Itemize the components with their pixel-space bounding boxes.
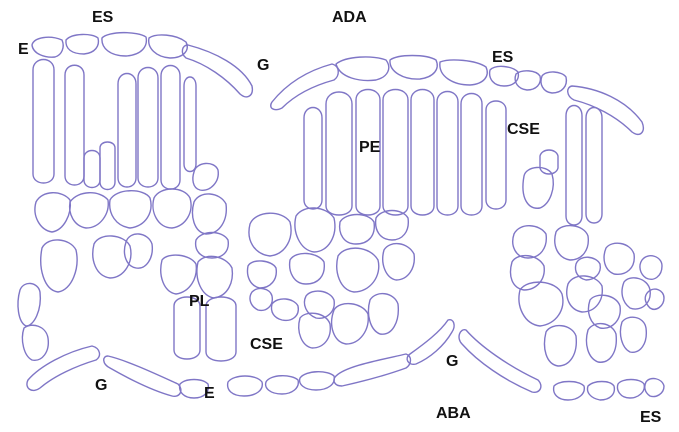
mesophyll-cell [586, 324, 616, 363]
mesophyll-cell [193, 163, 218, 190]
mesophyll-cell [588, 295, 620, 328]
palisade-cell [461, 94, 482, 216]
palisade-cell [304, 108, 322, 210]
epidermal-cell [618, 380, 645, 399]
label-aba: ABA [436, 406, 471, 422]
mesophyll-cell [337, 248, 379, 292]
palisade-cell [566, 106, 582, 226]
epidermal-cell [102, 33, 146, 56]
label-g-bottom-left: G [95, 378, 107, 394]
palisade-cell [84, 151, 100, 188]
epidermal-cell [336, 57, 389, 81]
epidermal-cell [334, 354, 411, 386]
lower-epidermis [27, 320, 664, 400]
mesophyll-cell [110, 191, 151, 228]
epidermal-cell [541, 72, 566, 93]
label-cse-bottom: CSE [250, 337, 283, 353]
palisade-cell [138, 68, 158, 188]
mesophyll-cell [340, 215, 375, 245]
epidermal-cell [27, 346, 100, 390]
palisade-cell [184, 77, 196, 172]
mesophyll-cell [271, 299, 298, 320]
epidermal-cell [490, 66, 519, 86]
epidermal-cell [568, 86, 644, 134]
palisade-cell [118, 74, 136, 188]
epidermal-cell [390, 56, 437, 80]
mesophyll-cell [299, 313, 331, 348]
epidermal-cell [271, 64, 339, 110]
epidermal-cell [588, 382, 615, 401]
epidermal-cell [645, 379, 664, 397]
label-es-bottom-right: ES [640, 410, 661, 426]
epidermal-cell [182, 45, 252, 97]
mesophyll-cell [640, 256, 662, 280]
palisade-cell [206, 297, 236, 361]
palisade-cell [437, 92, 458, 216]
palisade-layer-right [304, 90, 602, 226]
palisade-cell [586, 108, 602, 224]
mesophyll-cell [18, 283, 40, 326]
label-e-bottom: E [204, 386, 215, 402]
epidermal-cell [459, 330, 541, 393]
mesophyll-cell [124, 234, 152, 268]
mesophyll-cell [153, 189, 191, 228]
mesophyll-cell [41, 240, 77, 292]
mesophyll-cell [161, 255, 197, 294]
epidermal-cell [440, 60, 487, 85]
label-pl: PL [189, 294, 209, 310]
epidermal-cell [66, 34, 99, 54]
label-e-top-left: E [18, 42, 29, 58]
mesophyll-cell [332, 304, 369, 344]
palisade-layer-left [33, 60, 218, 191]
palisade-cell [326, 92, 352, 215]
mesophyll-cell [250, 289, 272, 311]
mesophyll-cell [295, 208, 335, 252]
mesophyll-cell [197, 256, 232, 298]
epidermal-cell [104, 356, 181, 396]
mesophyll-cell [555, 226, 589, 260]
palisade-cell [383, 90, 408, 216]
mesophyll-cell [567, 276, 603, 312]
epidermal-cell [32, 37, 63, 57]
palisade-cell [65, 65, 84, 185]
mesophyll-cell [383, 244, 415, 280]
epidermal-cell [149, 35, 187, 58]
palisade-cell [33, 60, 54, 184]
lower-palisade [174, 294, 646, 366]
mesophyll-cell [519, 282, 563, 326]
palisade-cell [100, 142, 115, 190]
mesophyll-cell [249, 213, 291, 256]
epidermal-cell [300, 372, 335, 390]
label-pe: PE [359, 140, 380, 156]
mesophyll-cell [22, 325, 48, 360]
mesophyll-cell [193, 194, 227, 234]
palisade-cell [411, 90, 434, 216]
epidermal-cell [228, 376, 263, 396]
label-g-bottom-right: G [446, 354, 458, 370]
mesophyll-cell [196, 233, 229, 259]
label-ada: ADA [332, 10, 367, 26]
label-es-top-right: ES [492, 50, 513, 66]
epidermal-cell [266, 376, 299, 394]
label-g-top: G [257, 58, 269, 74]
epidermal-cell [554, 382, 585, 401]
mesophyll-cell [70, 193, 109, 228]
mesophyll-cell [248, 261, 277, 288]
mesophyll-cell [604, 243, 634, 274]
mesophyll-cell [513, 226, 547, 258]
palisade-cell [161, 66, 180, 190]
label-es-top-left: ES [92, 10, 113, 26]
palisade-cell [486, 101, 506, 209]
mesophyll-cell [35, 193, 70, 232]
mesophyll-cell [645, 289, 664, 309]
label-cse-right: CSE [507, 122, 540, 138]
mesophyll-cell [368, 294, 398, 335]
mesophyll-cell [545, 326, 577, 366]
mesophyll-cell [290, 253, 325, 284]
mesophyll-cell [620, 317, 646, 352]
